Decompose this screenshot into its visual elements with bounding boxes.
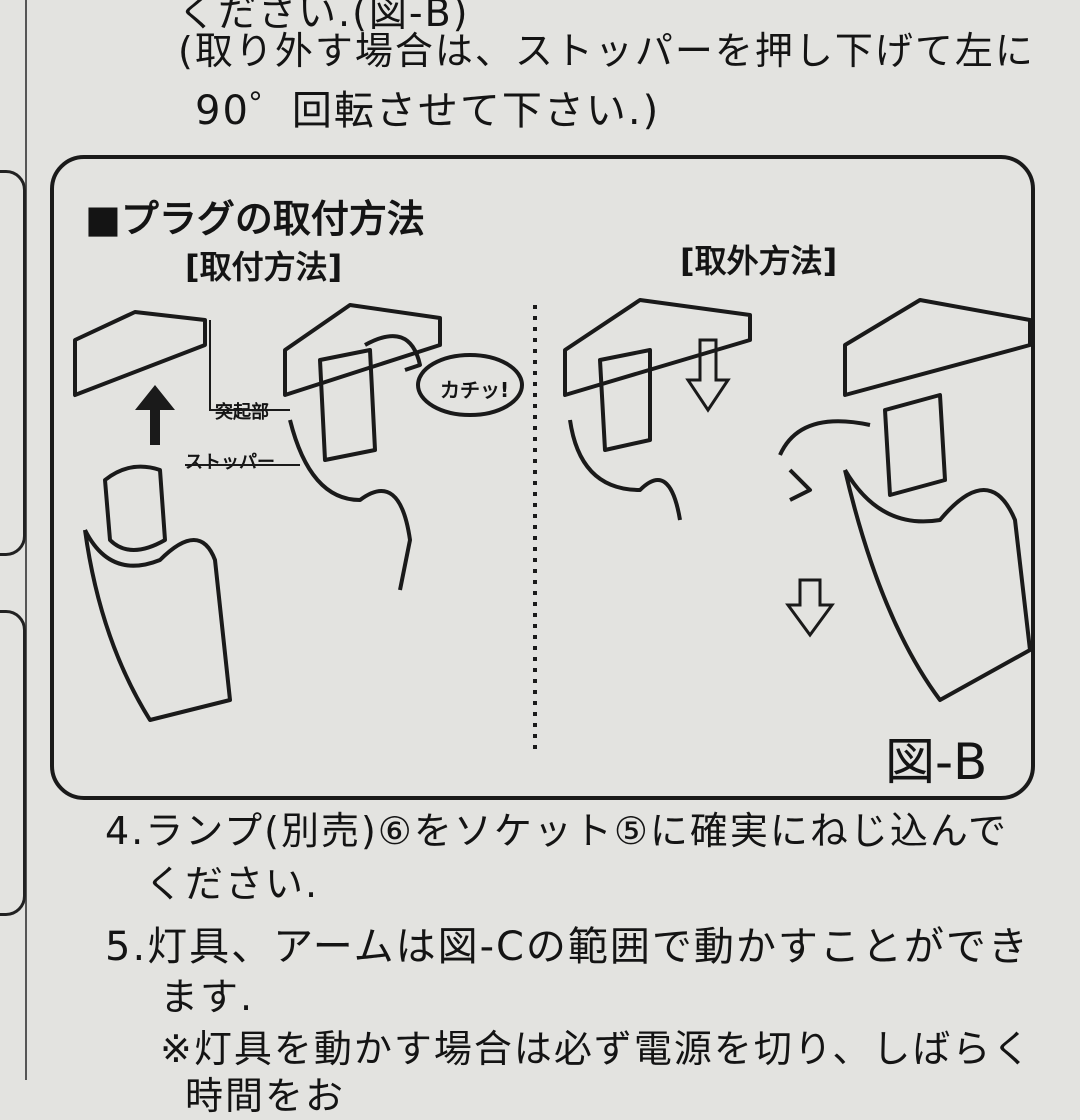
hand: [843, 468, 1032, 702]
text-line: ください.(図-B): [178, 0, 470, 35]
leader-line: [209, 320, 290, 411]
stopper-label: ストッパー: [185, 452, 275, 473]
hand: [568, 419, 682, 521]
protrusion-label: 突起部: [215, 402, 269, 423]
hand: [288, 419, 412, 591]
figure-title: ■プラグの取付方法: [85, 197, 425, 241]
rail: [843, 298, 1032, 397]
rail: [563, 298, 752, 397]
underlying-page-border: [0, 170, 26, 556]
paper-edge: [25, 0, 27, 1080]
underlying-page-border: [0, 610, 26, 916]
hand: [83, 529, 232, 722]
figure-label: 図-B: [885, 733, 988, 791]
step-4-line: ください.: [145, 862, 320, 906]
rail: [73, 310, 207, 397]
plug: [598, 348, 652, 452]
figure-box: [50, 155, 1035, 800]
step-5-line: ※灯具を動かす場合は必ず電源を切り、しばらく: [160, 1027, 1033, 1071]
step-4-line: 4.ランプ(別売)⑥をソケット⑤に確実にねじ込んで: [105, 809, 1009, 853]
step-5-line: ます.: [160, 975, 255, 1019]
up-arrow-icon: [135, 385, 175, 445]
text-line: 90゜回転させて下さい.): [195, 88, 661, 134]
click-bubble: [416, 353, 524, 417]
remove-heading: [取外方法]: [680, 242, 838, 280]
down-arrow-icon: [685, 338, 731, 413]
install-heading: [取付方法]: [185, 248, 343, 286]
rotate-arrow: [778, 419, 871, 502]
step-5-line: 5.灯具、アームは図-Cの範囲で動かすことができ: [105, 924, 1030, 970]
plug: [883, 393, 947, 497]
rail: [283, 303, 442, 397]
rotate-arrow: [364, 334, 422, 372]
text-line: (取り外す場合は、ストッパーを押し下げて左に: [178, 29, 1035, 73]
step-5-line: 時間をお: [185, 1074, 346, 1118]
plug: [103, 464, 167, 552]
click-bubble-text: カチッ!: [440, 378, 510, 402]
plug-illustration: [73, 298, 1032, 752]
plug: [318, 348, 377, 462]
down-arrow-icon: [785, 578, 835, 638]
